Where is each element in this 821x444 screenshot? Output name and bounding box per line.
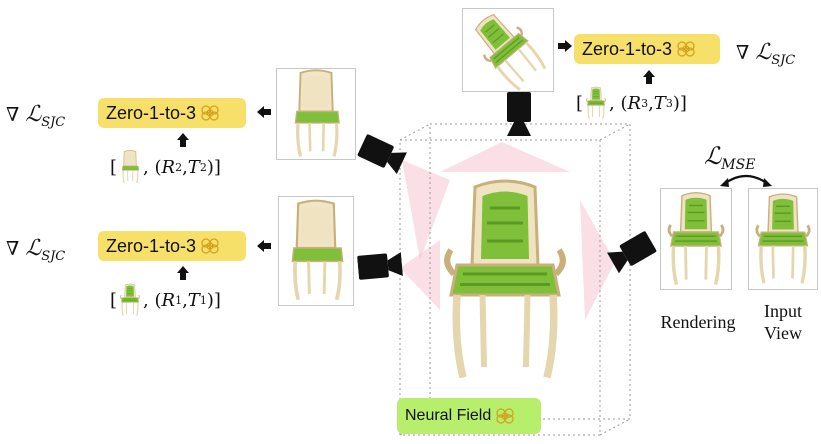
- knot-icon: [495, 407, 515, 425]
- chair-icon: [117, 283, 143, 317]
- rendering-caption: Rendering: [660, 312, 736, 332]
- center-chair-image: [430, 155, 580, 405]
- view-image-lower-left: [278, 196, 354, 306]
- chair-icon: [583, 86, 609, 120]
- knot-icon: [200, 104, 220, 122]
- arrow-icon: [558, 40, 572, 52]
- curved-double-arrow-icon: [720, 174, 772, 187]
- zero123-box-upper-left: Zero-1-to-3: [98, 98, 246, 128]
- camera-icon: [357, 250, 403, 282]
- zero123-label: Zero-1-to-3: [106, 102, 197, 123]
- mse-loss-label: ℒMSE: [704, 142, 756, 173]
- grad-sjc-top: ∇ ℒSJC: [736, 40, 796, 68]
- frustum-left-upper: [402, 160, 450, 260]
- chair-icon: [117, 150, 143, 184]
- frustum-right: [580, 200, 615, 320]
- frustum-top: [440, 142, 570, 172]
- view-image-top: [462, 8, 554, 92]
- neural-field-label: Neural Field: [397, 398, 541, 434]
- arrow-icon: [257, 240, 271, 252]
- grad-sjc-upper-left: ∇ ℒSJC: [6, 102, 66, 130]
- knot-icon: [676, 40, 696, 58]
- input-view-caption: Input View: [764, 301, 802, 343]
- grad-sjc-lower-left: ∇ ℒSJC: [6, 236, 66, 264]
- rendering-image: [660, 188, 732, 290]
- arrow-icon: [643, 70, 655, 84]
- zero123-label: Zero-1-to-3: [582, 38, 673, 59]
- zero123-box-top: Zero-1-to-3: [574, 34, 720, 64]
- arrow-icon: [177, 133, 189, 147]
- knot-icon: [200, 237, 220, 255]
- zero123-box-lower-left: Zero-1-to-3: [98, 231, 246, 261]
- view-image-upper-left: [276, 68, 356, 160]
- arrow-icon: [177, 266, 189, 280]
- zero123-label: Zero-1-to-3: [106, 235, 197, 256]
- arrow-icon: [257, 106, 271, 118]
- input-view-image: [748, 188, 818, 290]
- neural-field-text: Neural Field: [405, 407, 492, 424]
